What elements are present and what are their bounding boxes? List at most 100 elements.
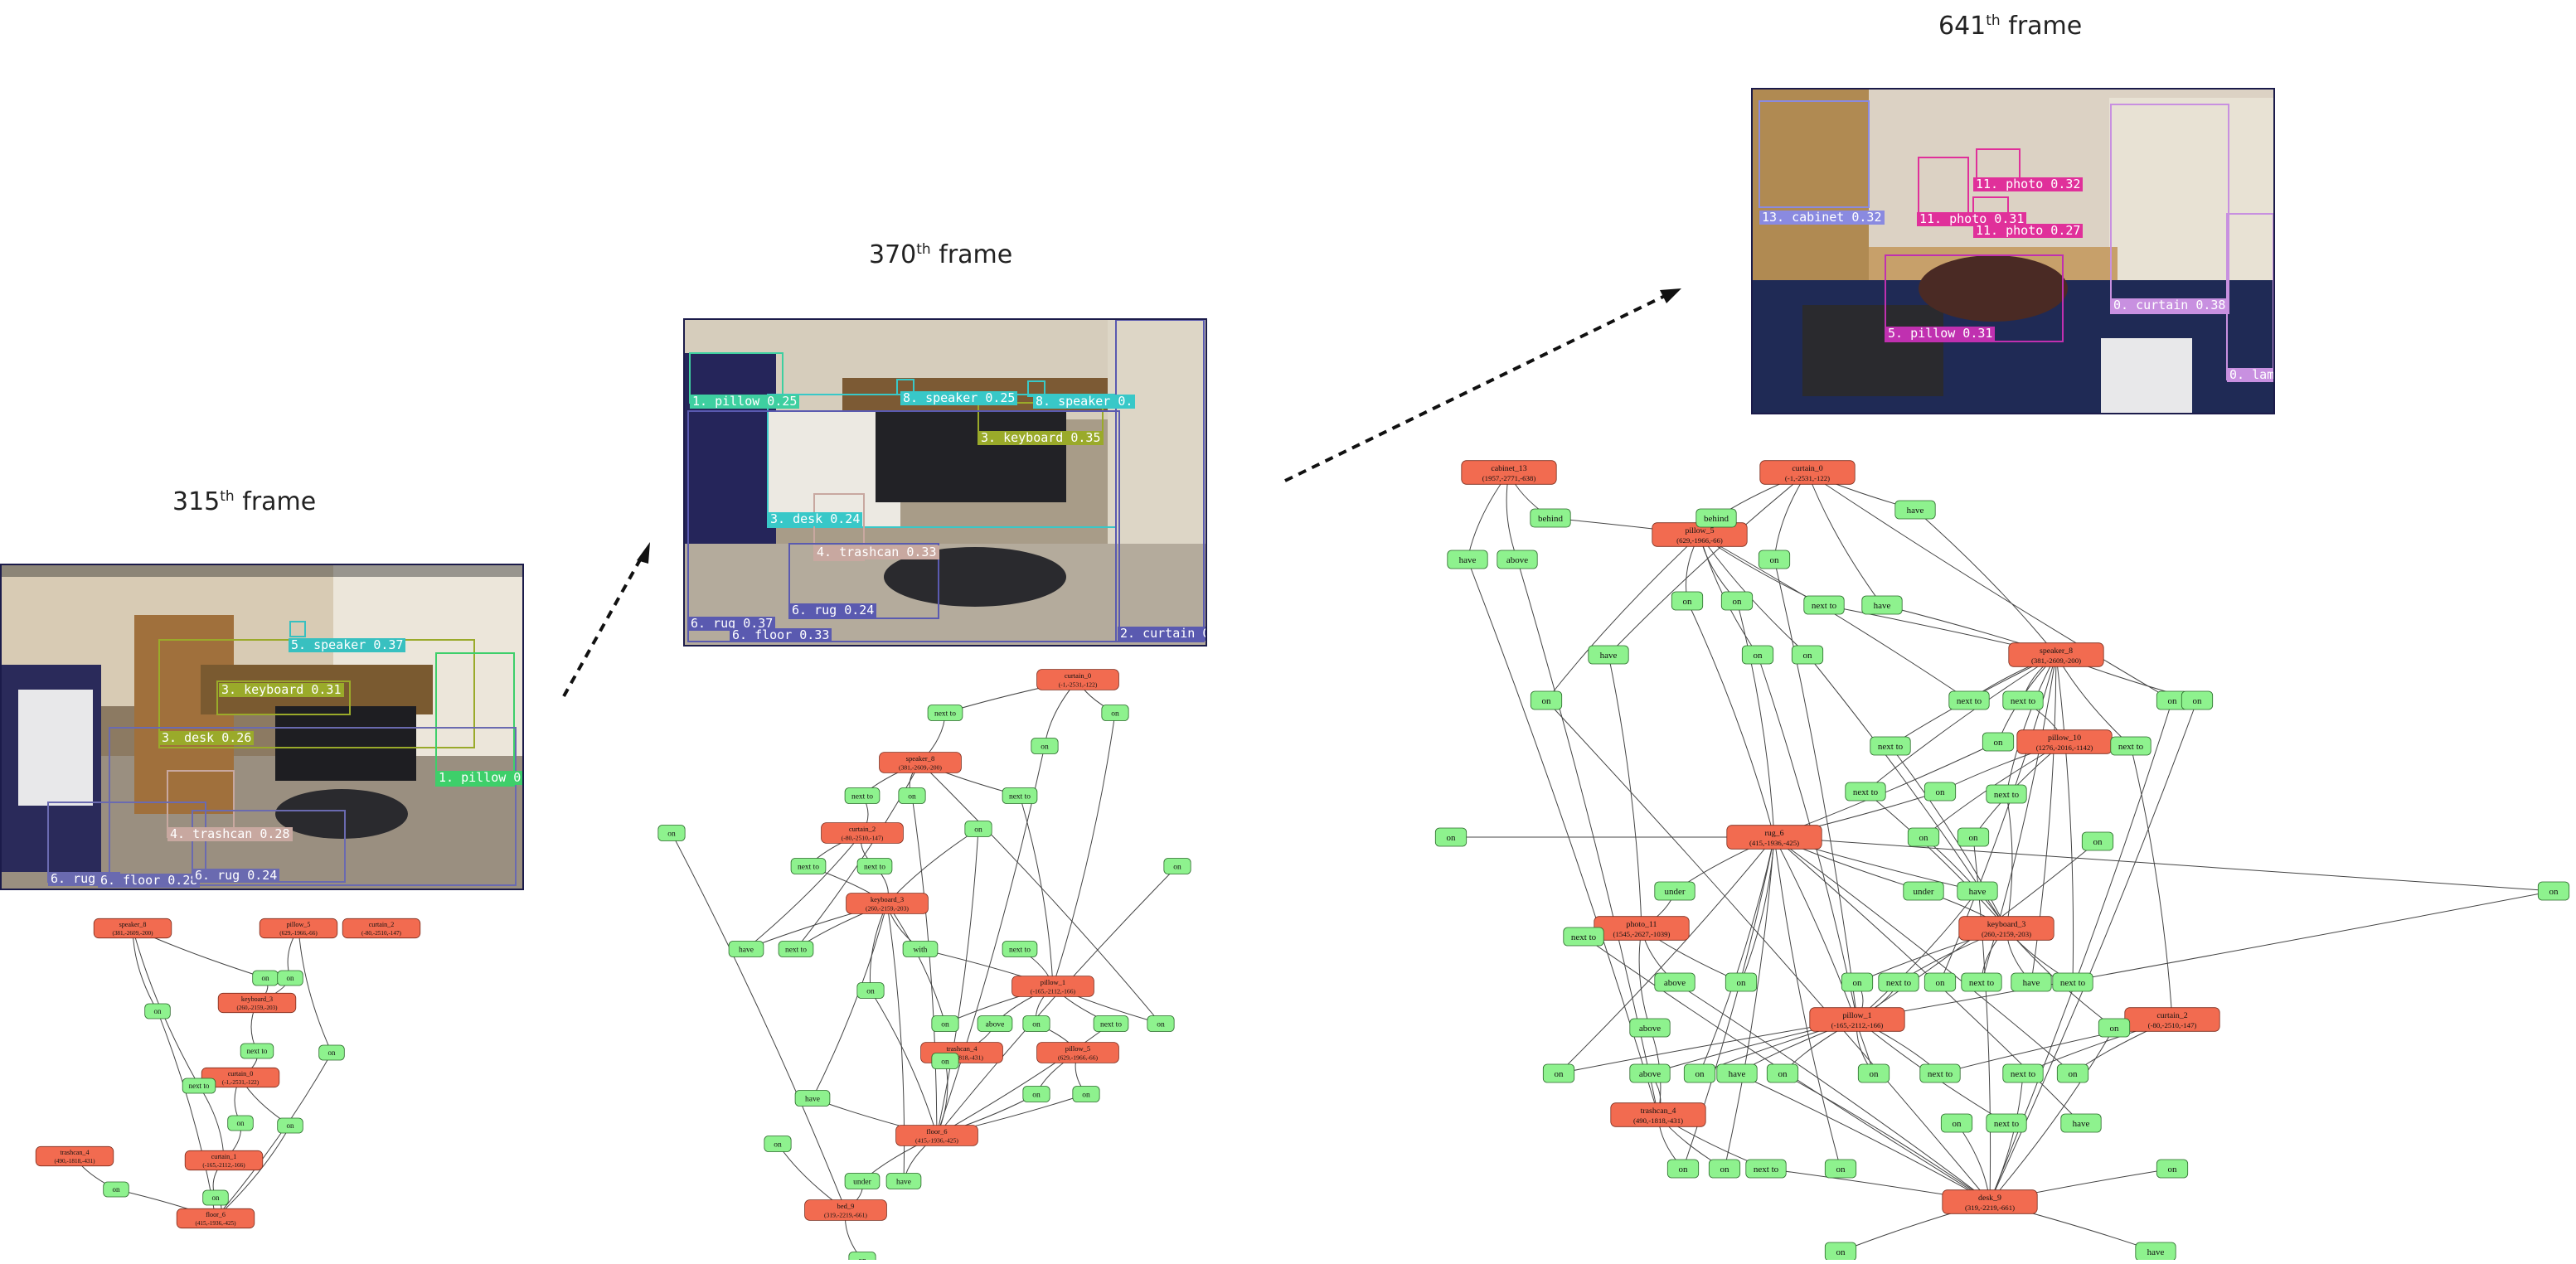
relation-node: on xyxy=(2081,831,2114,851)
relation-node: on xyxy=(1957,827,1990,847)
graph-edge xyxy=(1865,791,2007,929)
relation-node-label: on xyxy=(212,1194,221,1202)
detection-label: 4. trashcan 0.28 xyxy=(167,827,293,841)
object-node-name: pillow_5 xyxy=(1685,526,1714,535)
scene-graph-315-svg: speaker_8(381,-2609,-200)pillow_5(629,-1… xyxy=(35,918,421,1229)
relation-node-label: on xyxy=(1733,597,1743,607)
relation-node: next to xyxy=(1093,1015,1129,1032)
relation-node: next to xyxy=(182,1078,216,1094)
relation-node-label: next to xyxy=(1878,742,1904,752)
relation-node-label: on xyxy=(1803,651,1813,661)
graph-edge xyxy=(919,762,1162,1024)
relation-node-label: on xyxy=(1082,1091,1090,1099)
relation-node-label: on xyxy=(1032,1020,1041,1029)
object-node: curtain_0(-1,-2531,-122) xyxy=(1036,669,1119,690)
object-node-coords: (1545,-2627,-1039) xyxy=(1613,930,1671,938)
relation-node: on xyxy=(1530,690,1563,710)
object-node-name: trashcan_4 xyxy=(60,1149,89,1156)
relation-node-label: have xyxy=(2073,1119,2090,1129)
frame-title-315: 315th frame xyxy=(172,487,317,516)
graph-edge xyxy=(1699,534,1970,701)
relation-node-label: have xyxy=(2147,1247,2165,1257)
graph-edge xyxy=(936,865,1178,1136)
relation-node-label: on xyxy=(908,792,916,801)
relation-node: on xyxy=(898,787,926,804)
graph-edge xyxy=(1545,700,1991,1203)
relation-node-label: on xyxy=(2069,1069,2079,1079)
object-node-coords: (490,-1818,-431) xyxy=(940,1054,983,1062)
relation-node: on xyxy=(1857,1063,1890,1083)
relation-node: on xyxy=(1542,1063,1575,1083)
relation-node-label: on xyxy=(1737,978,1747,988)
relation-node: on xyxy=(1022,1086,1050,1102)
relation-node-label: on xyxy=(1936,978,1946,988)
relation-node-label: with xyxy=(914,946,928,954)
relation-node: above xyxy=(1629,1018,1671,1038)
relation-node: next to xyxy=(1745,1159,1787,1179)
graph-edge xyxy=(936,1023,1112,1136)
object-node-coords: (629,-1966,-66) xyxy=(1676,536,1723,545)
relation-node: behind xyxy=(1696,508,1737,528)
relation-node-label: on xyxy=(1447,833,1457,843)
relation-node-label: on xyxy=(667,830,676,838)
relation-node-label: on xyxy=(974,826,982,834)
object-node-name: trashcan_4 xyxy=(1641,1107,1676,1116)
relation-node: next to xyxy=(2002,1063,2044,1083)
graph-edge xyxy=(866,903,888,991)
relation-node: on xyxy=(856,982,885,999)
relation-node: on xyxy=(1924,782,1957,802)
graph-edge xyxy=(1989,1073,2024,1203)
room-photo-641 xyxy=(1753,90,2273,413)
relation-node: on xyxy=(1824,1242,1857,1260)
graph-edge xyxy=(795,762,921,950)
object-node: curtain_0(-1,-2531,-122) xyxy=(201,1067,280,1088)
object-node-name: rug_6 xyxy=(1764,829,1783,838)
relation-node-label: have xyxy=(2023,978,2040,988)
graph-edge xyxy=(1686,600,1777,838)
graph-edge xyxy=(1989,1027,2115,1203)
object-node-coords: (415,-1936,-425) xyxy=(1749,839,1799,847)
object-node: keyboard_3(260,-2159,-203) xyxy=(846,893,929,914)
graph-edge xyxy=(671,832,847,1211)
scene-graph-370: curtain_0(-1,-2531,-122) speaker_8(381,-2… xyxy=(647,655,1227,1260)
object-node-coords: (-165,-2112,-166) xyxy=(1831,1021,1884,1029)
graph-edge xyxy=(1773,836,1875,1074)
graph-edge xyxy=(1736,600,1778,838)
object-node: trashcan_4(490,-1818,-431) xyxy=(1610,1102,1706,1127)
detection-label: 13. cabinet 0.32 xyxy=(1759,211,1885,225)
scene-graph-641-svg: cabinet_13(1957,-2771,-638)curtain_0(-1,… xyxy=(1434,460,2570,1260)
relation-node-label: on xyxy=(2093,837,2103,847)
object-node-coords: (1276,-2016,-1142) xyxy=(2036,743,2093,752)
object-node: curtain_1(-165,-2112,-166) xyxy=(184,1150,264,1171)
object-node-name: speaker_8 xyxy=(2040,647,2073,656)
graph-edge xyxy=(870,990,939,1136)
relation-node: under xyxy=(1903,881,1944,901)
relation-node: above xyxy=(977,1015,1013,1032)
object-node: curtain_2(-80,-2510,-147) xyxy=(821,822,904,844)
object-node: floor_6(415,-1936,-425) xyxy=(176,1208,255,1229)
object-node: speaker_8(381,-2609,-200) xyxy=(879,752,962,773)
relation-node-label: next to xyxy=(2011,1069,2036,1079)
relation-node: on xyxy=(1758,550,1791,569)
object-node-name: curtain_0 xyxy=(1065,671,1091,680)
graph-edge xyxy=(1773,559,1860,1020)
detection-label: 3. desk 0.24 xyxy=(768,512,863,526)
graph-edge xyxy=(745,832,863,950)
relation-node-label: on xyxy=(1836,1165,1846,1174)
object-node-coords: (-1,-2531,-122) xyxy=(1785,474,1830,482)
graph-edge xyxy=(2130,745,2176,1020)
object-node-coords: (260,-2159,-203) xyxy=(1982,930,2031,938)
relation-node-label: on xyxy=(1853,978,1863,988)
relation-node-label: have xyxy=(1459,555,1477,565)
object-node: trashcan_4(490,-1818,-431) xyxy=(35,1145,114,1167)
relation-node-label: under xyxy=(1913,887,1933,897)
detection-label: 5. speaker 0.37 xyxy=(289,638,406,652)
relation-node-label: next to xyxy=(1100,1020,1122,1029)
relation-node: next to xyxy=(2052,972,2093,992)
object-node-coords: (490,-1818,-431) xyxy=(1633,1116,1683,1125)
object-node-name: pillow_1 xyxy=(1842,1011,1871,1020)
relation-node: on xyxy=(277,1117,303,1134)
progress-arrow-2 xyxy=(1284,288,1681,482)
relation-node: have xyxy=(1894,500,1936,520)
relation-node: on xyxy=(1147,1015,1175,1032)
